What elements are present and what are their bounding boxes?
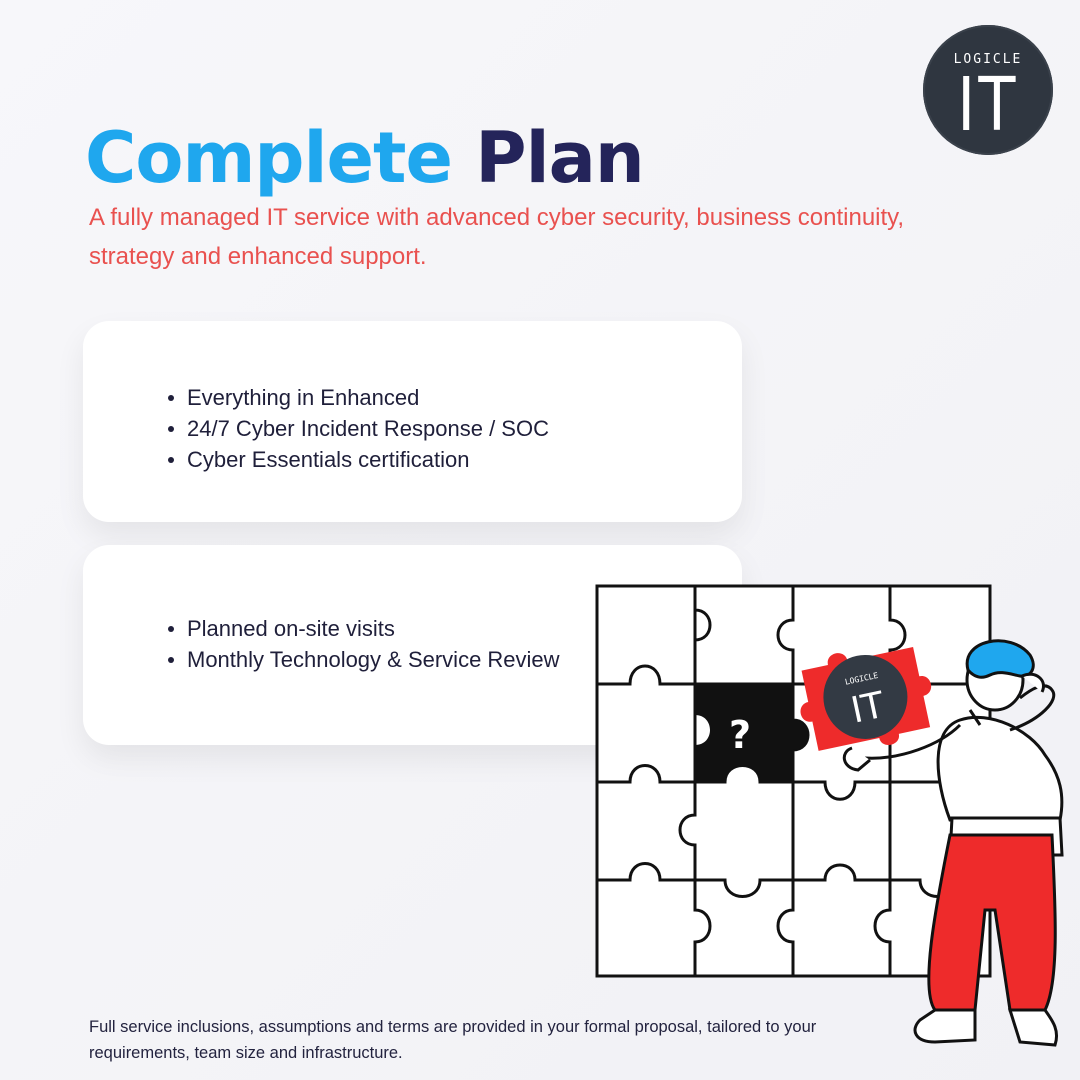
list-item: Planned on-site visits: [168, 613, 560, 644]
feature-list-security: Everything in Enhanced 24/7 Cyber Incide…: [168, 382, 549, 475]
list-item: Cyber Essentials certification: [168, 444, 549, 475]
plan-subtitle: A fully managed IT service with advanced…: [89, 204, 905, 270]
logicle-it-logo: LOGICLE IT: [923, 25, 1053, 155]
thinking-person: [842, 639, 1064, 1047]
list-item: Everything in Enhanced: [168, 382, 549, 413]
question-mark: ?: [729, 713, 751, 757]
missing-piece: ?: [695, 684, 808, 782]
logo-big-text: IT: [957, 62, 1019, 148]
list-item: 24/7 Cyber Incident Response / SOC: [168, 413, 549, 444]
puzzle-illustration: ? LOGICLE IT: [595, 584, 1064, 1047]
list-item: Monthly Technology & Service Review: [168, 644, 560, 675]
page-title: Complete Plan: [85, 110, 645, 206]
feature-card-security: [83, 321, 742, 522]
feature-list-support: Planned on-site visits Monthly Technolog…: [168, 613, 560, 675]
logo-small-text: LOGICLE: [953, 52, 1023, 67]
footer-disclaimer: Full service inclusions, assumptions and…: [89, 1018, 817, 1062]
title-word-complete: Complete: [85, 117, 453, 199]
title-word-plan: Plan: [475, 117, 644, 199]
held-puzzle-piece: LOGICLE IT: [800, 646, 932, 751]
puzzle-grid: [595, 584, 992, 978]
